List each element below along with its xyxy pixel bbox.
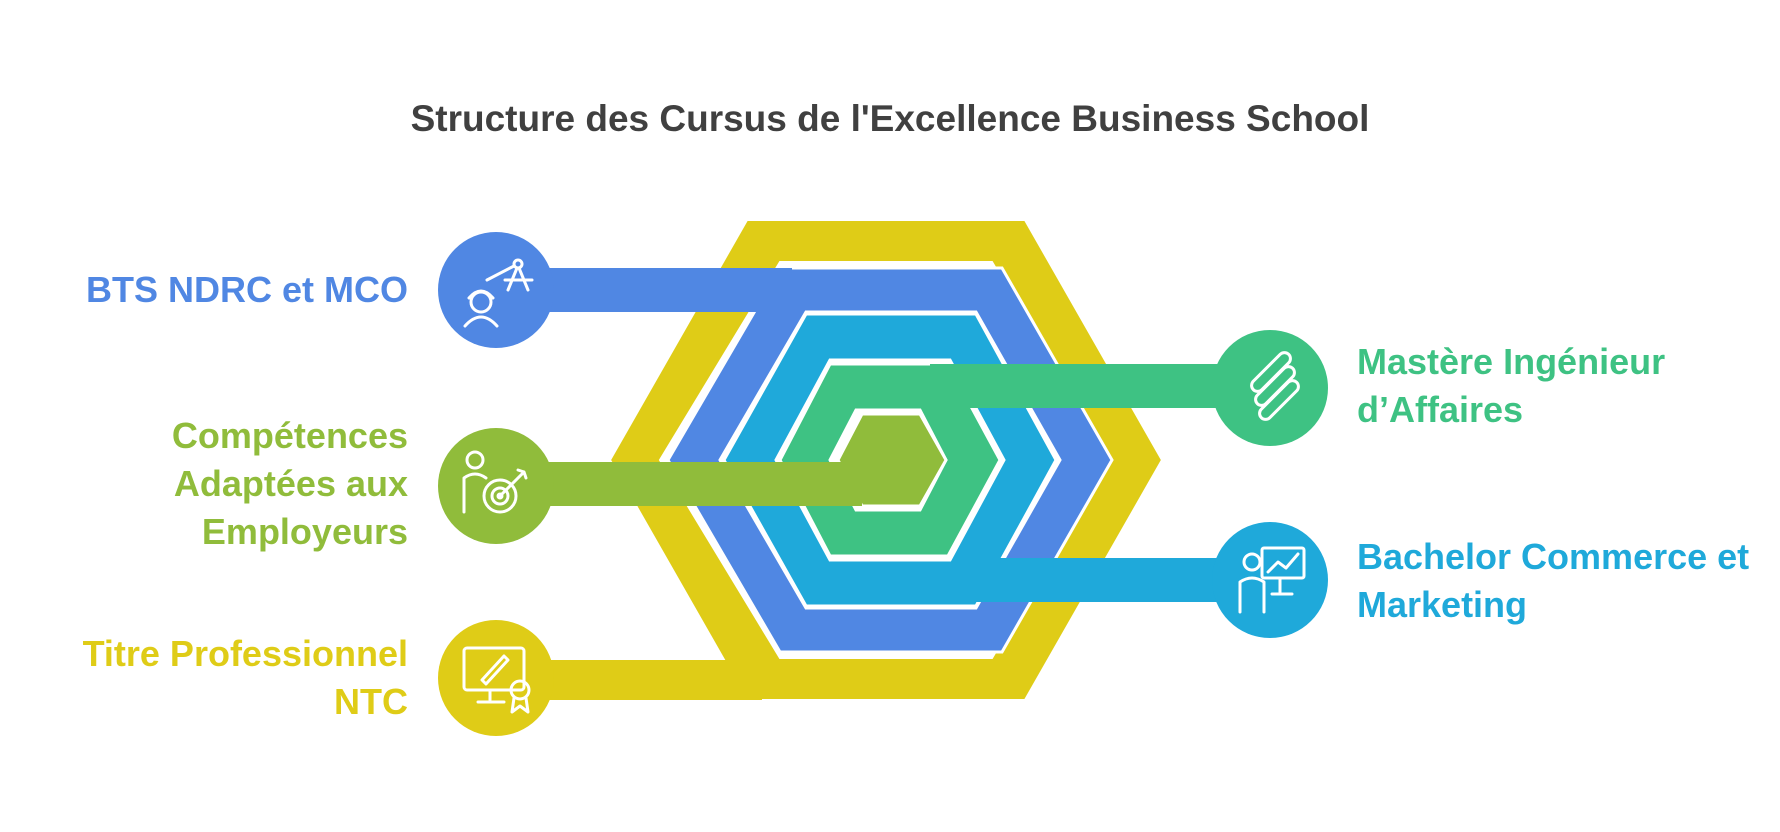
engineer-compass-icon xyxy=(463,258,534,328)
design-certificate-icon xyxy=(462,646,531,714)
circle-bts xyxy=(438,232,554,348)
circle-comp xyxy=(438,428,554,544)
yellow-hexagon-band xyxy=(608,219,1164,701)
circle-titre xyxy=(438,620,554,736)
label-mastere-ingenieur: Mastère Ingénieur d’Affaires xyxy=(1357,341,1666,430)
label-competences-adaptees: Compétences Adaptées aux Employeurs xyxy=(171,415,408,552)
blue-hexagon-band xyxy=(666,266,1114,654)
lime-track xyxy=(492,412,948,508)
presenter-chart-icon xyxy=(1238,546,1306,614)
person-target-icon xyxy=(462,450,528,514)
label-titre-professionnel: Titre Professionnel NTC xyxy=(82,633,408,722)
cyan-connector xyxy=(960,558,1260,602)
label-bts-ndrc-mco: BTS NDRC et MCO xyxy=(86,269,408,310)
label-bachelor-commerce: Bachelor Commerce et Marketing xyxy=(1357,536,1750,625)
green-track xyxy=(778,362,1260,558)
lime-hexagon xyxy=(836,412,948,508)
chain-links-icon xyxy=(1250,351,1300,421)
diagram-title: Structure des Cursus de l'Excellence Bus… xyxy=(410,98,1370,139)
green-connector xyxy=(930,364,1260,408)
circle-bach xyxy=(1212,522,1328,638)
circle-mast xyxy=(1212,330,1328,446)
